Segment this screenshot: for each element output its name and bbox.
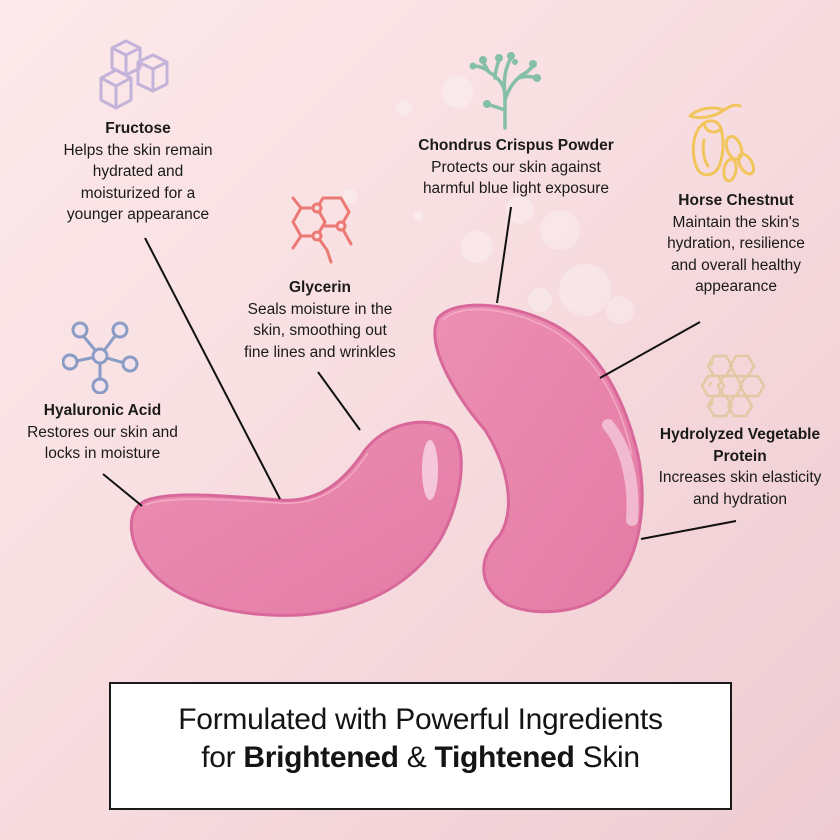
tagline-line-1: Formulated with Powerful Ingredients [178, 703, 663, 736]
seaweed-icon [469, 52, 541, 130]
ingredient-description: Seals moisture in the skin, smoothing ou… [244, 300, 396, 361]
tagline-bold-tightened: Tightened [434, 741, 575, 774]
ingredient-chondrus: Chondrus Crispus Powder Protects our ski… [376, 135, 656, 200]
molecule-hexagon-icon [291, 196, 353, 264]
tagline-bold-brightened: Brightened [243, 741, 399, 774]
left-eye-patch [129, 420, 463, 617]
tagline-prefix: for [201, 741, 244, 774]
ingredient-description: Restores our skin and locks in moisture [27, 423, 178, 463]
tagline-box: Formulated with Powerful Ingredients for… [109, 682, 732, 810]
ingredient-horse-chestnut: Horse Chestnut Maintain the skin's hydra… [626, 190, 840, 298]
ingredient-glycerin: Glycerin Seals moisture in the skin, smo… [220, 277, 420, 363]
ingredient-name: Chondrus Crispus Powder [418, 137, 614, 154]
ingredient-description: Increases skin elasticity and hydration [658, 469, 822, 508]
ingredient-fructose: Fructose Helps the skin remain hydrated … [8, 118, 268, 226]
molecule-network-icon [62, 321, 139, 394]
ingredient-name: Hydrolyzed Vegetable Protein [659, 426, 821, 465]
ingredient-hydrolyzed: Hydrolyzed Vegetable Protein Increases s… [640, 424, 840, 510]
honeycomb-icon [700, 354, 766, 418]
ingredient-name: Glycerin [288, 279, 352, 296]
ingredient-description: Helps the skin remain hydrated and moist… [63, 141, 213, 224]
ingredient-description: Maintain the skin's hydration, resilienc… [667, 213, 805, 296]
chestnut-icon [688, 103, 756, 183]
ingredient-hyaluronic: Hyaluronic Acid Restores our skin and lo… [0, 400, 205, 465]
tagline-suffix: Skin [574, 741, 640, 774]
tagline-ampersand: & [398, 741, 435, 774]
ingredient-description: Protects our skin against harmful blue l… [422, 158, 610, 198]
ingredient-name: Hyaluronic Acid [43, 402, 162, 419]
tagline-line-2: for Brightened & Tightened Skin [111, 739, 730, 777]
right-eye-patch [433, 303, 644, 614]
ingredient-name: Horse Chestnut [678, 192, 794, 209]
ingredient-name: Fructose [105, 120, 171, 137]
sugar-cubes-icon [99, 39, 169, 110]
